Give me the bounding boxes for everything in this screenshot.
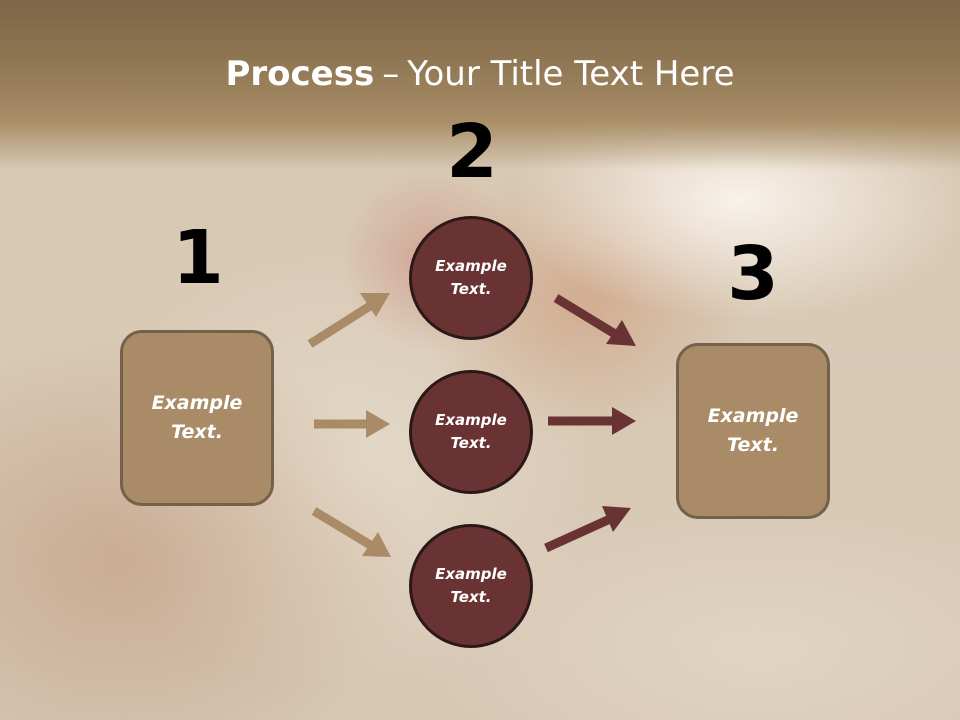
middle-circle[interactable]: Example Text.	[409, 370, 533, 494]
slide-title: Process–Your Title Text Here	[0, 50, 960, 98]
title-dash: –	[382, 54, 400, 94]
top-circle[interactable]: Example Text.	[409, 216, 533, 340]
arrow-left-to-bottom	[311, 507, 391, 557]
bottom-circle[interactable]: Example Text.	[409, 524, 533, 648]
arrow-left-to-top	[307, 293, 390, 348]
left-box[interactable]: Example Text.	[120, 330, 274, 506]
step-number-2: 2	[446, 109, 498, 195]
step-number-3: 3	[727, 231, 779, 317]
title-rest: Your Title Text Here	[407, 54, 735, 94]
bottom-circle-text: Example Text.	[435, 565, 507, 606]
left-box-text: Example Text.	[151, 392, 243, 443]
right-box[interactable]: Example Text.	[676, 343, 830, 519]
arrow-bottom-to-right	[544, 506, 631, 553]
arrow-middle-to-right	[548, 407, 636, 435]
middle-circle-text: Example Text.	[435, 411, 507, 452]
title-bold: Process	[225, 54, 375, 94]
step-number-1: 1	[172, 215, 224, 301]
arrow-top-to-right	[553, 294, 636, 346]
arrow-left-to-middle	[314, 410, 390, 438]
header-band	[0, 0, 960, 170]
right-box-text: Example Text.	[707, 405, 799, 456]
top-circle-text: Example Text.	[435, 257, 507, 298]
